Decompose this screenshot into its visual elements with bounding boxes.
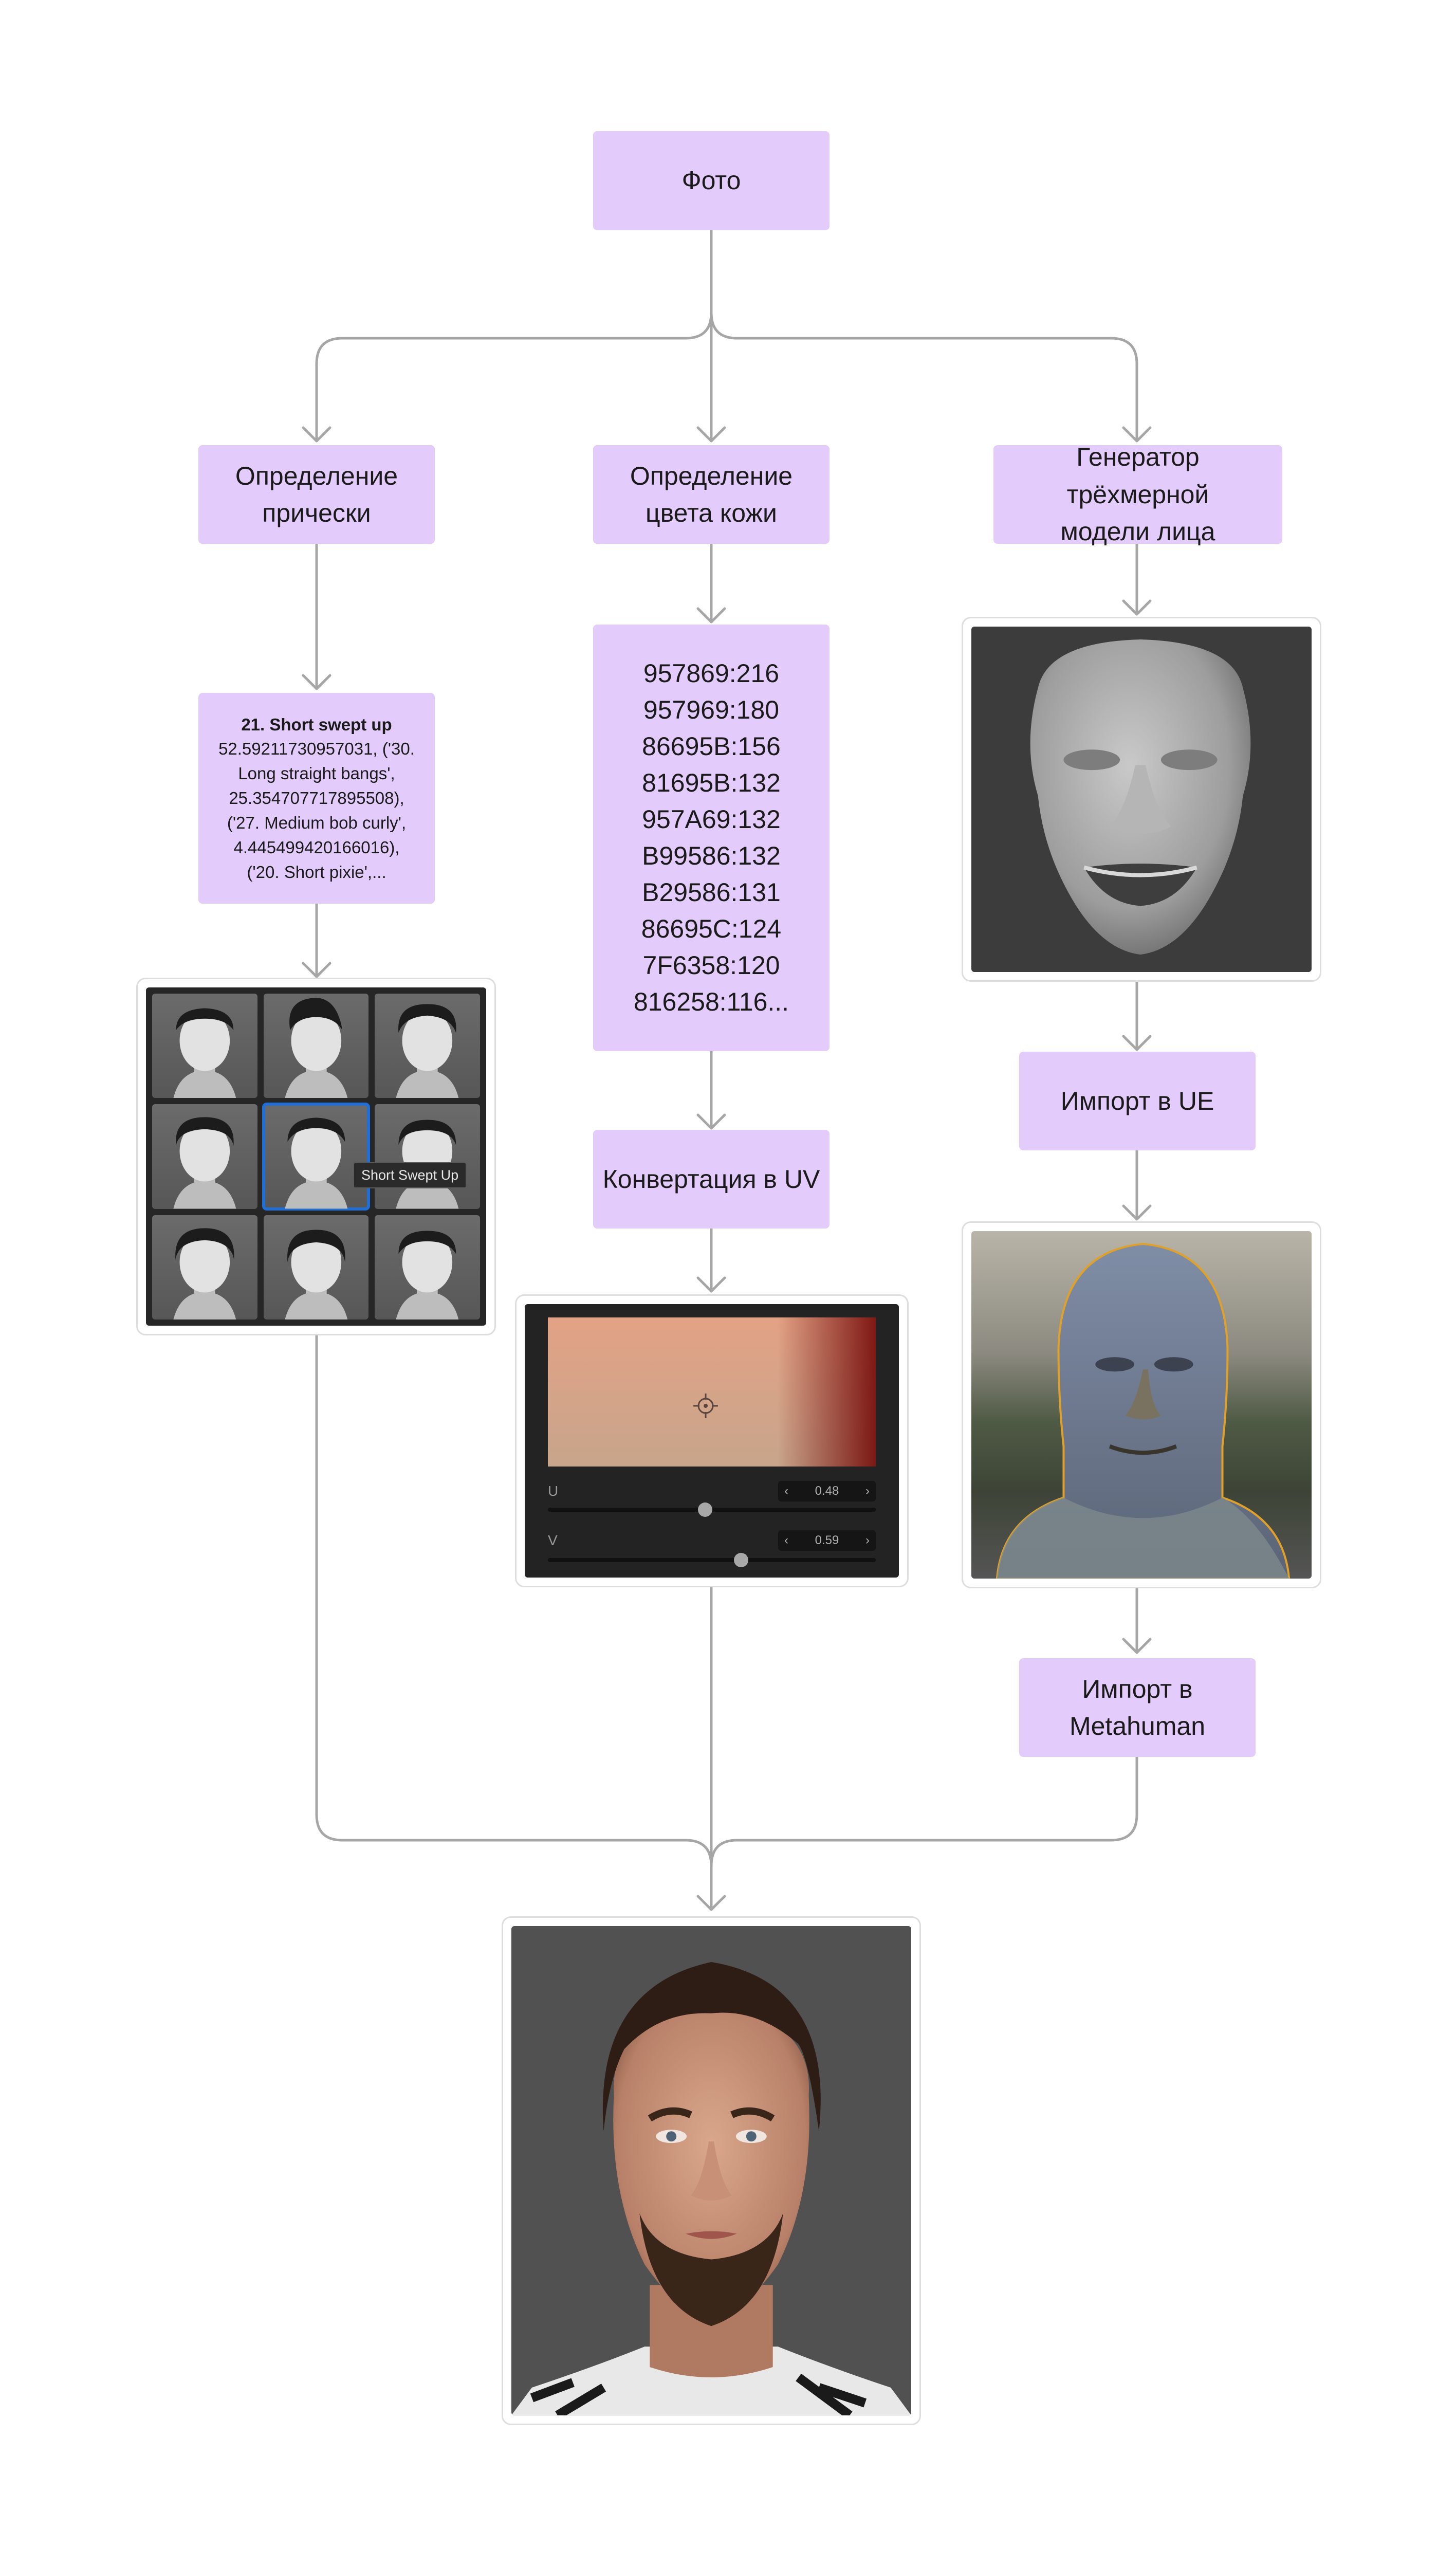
node-hair-detect-line-1: Определение [235,461,398,490]
u-label: U [548,1483,559,1499]
color-code: 86695C:124 [641,914,782,943]
v-value: 0.59 [815,1533,839,1547]
v-slider[interactable] [548,1553,876,1567]
ue-head-image [996,1242,1291,1579]
color-code: B99586:132 [642,841,781,870]
hairstyle-option[interactable] [375,1104,480,1209]
hairstyle-selector: Short Swept Up [146,987,486,1326]
uv-panel: U ‹ 0.48 › V ‹ 0.59 › [525,1304,899,1578]
node-skin-detect: Определение цвета кожи [593,445,830,544]
hairstyle-head-icon [284,1117,347,1209]
node-hair-result: 21. Short swept up 52.59211730957031, ('… [198,693,435,904]
color-code: 86695B:156 [642,732,781,761]
crosshair-icon [693,1394,718,1418]
v-label: V [548,1532,558,1548]
hairstyle-head-icon [396,1231,459,1319]
ue-render-frame [962,1221,1321,1588]
hairstyle-head-icon [173,1117,236,1209]
hairstyle-option[interactable] [262,1103,371,1211]
node-photo: Фото [593,131,830,230]
node-uv-convert: Конвертация в UV [593,1130,830,1229]
hair-result-line: ('20. Short pixie',... [247,862,386,882]
hair-result-line: ('27. Medium bob curly', [227,813,407,832]
hairstyle-head-icon [173,1228,236,1319]
chevron-right-icon[interactable]: › [865,1484,870,1498]
color-code: 957969:180 [643,695,780,724]
color-code: 81695B:132 [642,768,781,797]
node-face-generator: Генератор трёхмерной модели лица [993,443,1282,546]
hairstyle-head-icon [284,1230,347,1319]
hairstyle-option[interactable] [375,1215,480,1319]
hairstyle-option[interactable] [152,1215,257,1319]
hair-result-line: 4.445499420166016), [233,837,400,857]
color-code: 957A69:132 [642,805,781,834]
hairstyle-selector-frame: Short Swept Up [136,978,496,1335]
hair-result-line: Long straight bangs', [238,764,395,783]
metahuman-portrait-image [511,1962,911,2415]
hairstyle-option[interactable] [152,1104,257,1209]
face-mask-image [1030,639,1251,955]
node-face-generator-line-1: Генератор трёхмерной [1066,443,1209,509]
node-import-metahuman-line-2: Metahuman [1069,1712,1206,1740]
v-value-field[interactable]: ‹ 0.59 › [778,1530,876,1551]
color-code: B29586:131 [642,878,781,907]
node-hair-detect: Определение прически [198,445,435,544]
ue-render [971,1231,1312,1579]
chevron-left-icon[interactable]: ‹ [784,1484,788,1498]
v-slider-knob[interactable] [734,1553,749,1567]
hairstyle-tooltip: Short Swept Up [353,1162,467,1188]
hairstyle-head-icon [396,1004,459,1098]
node-color-codes: 957869:216 957969:180 86695B:156 81695B:… [593,625,830,1051]
uv-panel-frame: U ‹ 0.48 › V ‹ 0.59 › [515,1294,909,1587]
u-value-field[interactable]: ‹ 0.48 › [778,1481,876,1501]
node-uv-convert-label: Конвертация в UV [602,1164,820,1194]
chevron-right-icon[interactable]: › [865,1533,870,1547]
node-face-generator-line-2: модели лица [1060,517,1215,546]
metahuman-portrait [511,1926,911,2415]
node-import-ue: Импорт в UE [1019,1052,1256,1150]
node-skin-detect-line-1: Определение [630,461,793,490]
hairstyle-head-icon [173,1008,236,1098]
node-photo-label: Фото [681,166,741,195]
color-code: 7F6358:120 [642,951,780,980]
node-skin-detect-line-2: цвета кожи [646,499,777,527]
u-value: 0.48 [815,1484,839,1498]
hairstyle-grid [146,987,486,1326]
color-code: 957869:216 [643,659,780,688]
face-mask-render [971,627,1312,972]
u-slider[interactable] [548,1502,876,1517]
hairstyle-option[interactable] [263,994,369,1098]
hair-result-title: 21. Short swept up [241,714,392,734]
node-hair-detect-line-2: прически [262,499,371,527]
u-slider-knob[interactable] [698,1502,713,1517]
chevron-left-icon[interactable]: ‹ [784,1533,788,1547]
face-mask-frame [962,617,1321,982]
metahuman-portrait-frame [502,1916,921,2425]
node-import-metahuman-line-1: Импорт в [1082,1674,1193,1703]
hairstyle-option[interactable] [375,994,480,1098]
hairstyle-option[interactable] [152,994,257,1098]
node-import-metahuman: Импорт в Metahuman [1019,1658,1256,1757]
hairstyle-option[interactable] [263,1215,369,1319]
hair-result-line: 25.354707717895508), [229,789,404,808]
skin-color-gradient[interactable] [548,1317,876,1467]
hair-result-line: 52.59211730957031, ('30. [218,739,415,759]
hairstyle-head-icon [396,1120,459,1209]
node-import-ue-label: Импорт в UE [1060,1086,1214,1115]
color-code: 816258:116... [633,987,789,1016]
hairstyle-head-icon [284,998,347,1098]
